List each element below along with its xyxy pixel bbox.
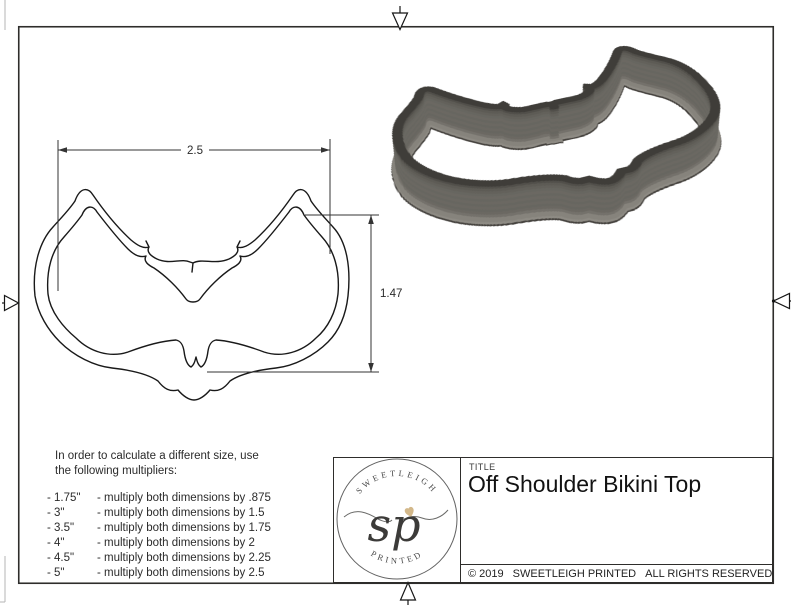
logo-cell: SWEETLEIGH PRINTED sp [334, 458, 461, 582]
multiplier-rule: - multiply both dimensions by 1.5 [97, 507, 265, 519]
multiplier-rule: - multiply both dimensions by 2.5 [97, 567, 265, 579]
multiplier-size: - 4" [47, 537, 65, 549]
multiplier-size: - 1.75" [47, 492, 81, 504]
logo-heart-icon [404, 506, 414, 517]
copyright-row: © 2019 SWEETLEIGH PRINTED ALL RIGHTS RES… [461, 564, 772, 582]
height-dimension [207, 214, 379, 373]
multiplier-row: - 3" - multiply both dimensions by 1.5 [47, 506, 333, 521]
svg-text:SWEETLEIGH: SWEETLEIGH [354, 468, 441, 496]
logo-circle [336, 458, 458, 580]
registration-arrow-right [771, 292, 791, 310]
registration-arrow-bottom [399, 580, 417, 605]
copyright-year: © 2019 [468, 567, 504, 580]
height-dimension-label: 1.47 [380, 288, 402, 300]
width-dimension [57, 139, 331, 291]
multiplier-size: - 3" [47, 507, 65, 519]
title-field-label: TITLE [469, 462, 496, 472]
cutter-outline-2d [33, 188, 350, 401]
render-layer-stack [347, 57, 791, 288]
registration-arrow-top [391, 6, 409, 31]
title-cell: TITLE Off Shoulder Bikini Top © 2019 SWE… [461, 458, 772, 582]
logo-arc-top-text: SWEETLEIGH [354, 468, 437, 496]
cutter-inner-contour [46, 206, 340, 368]
logo-right-flourish [401, 509, 449, 521]
multiplier-row: - 4" - multiply both dimensions by 2 [47, 536, 333, 551]
multiplier-size: - 5" [47, 567, 65, 579]
fold-marks [0, 0, 6, 603]
sweetleigh-printed-logo: SWEETLEIGH PRINTED sp [336, 458, 458, 580]
page-title: Off Shoulder Bikini Top [468, 471, 702, 497]
width-dimension-label: 2.5 [187, 145, 203, 157]
multiplier-rule: - multiply both dimensions by 2 [97, 537, 255, 549]
title-block: SWEETLEIGH PRINTED sp TITLE Off Shoulder… [333, 457, 773, 583]
note-intro-line: In order to calculate a different size, … [55, 450, 259, 462]
registration-arrow-left [2, 294, 20, 312]
sheet-border [17, 25, 775, 585]
logo-left-flourish [343, 511, 393, 523]
copyright-owner: SWEETLEIGH PRINTED [512, 567, 637, 580]
logo-monogram: sp [367, 498, 420, 552]
multiplier-size: - 4.5" [47, 552, 75, 564]
cookie-cutter-3d-render [378, 26, 748, 316]
cutter-outer-contour [33, 188, 350, 401]
multiplier-row: - 1.75" - multiply both dimensions by .8… [47, 491, 333, 506]
multiplier-row: - 4.5" - multiply both dimensions by 2.2… [47, 551, 333, 566]
multiplier-rule: - multiply both dimensions by 2.25 [97, 552, 271, 564]
multiplier-size: - 3.5" [47, 522, 75, 534]
copyright-rights: ALL RIGHTS RESERVED [645, 567, 773, 580]
multiplier-row: - 3.5" - multiply both dimensions by 1.7… [47, 521, 333, 536]
multiplier-row: - 5" - multiply both dimensions by 2.5 [47, 566, 333, 581]
multiplier-rule: - multiply both dimensions by .875 [97, 492, 271, 504]
multiplier-rule: - multiply both dimensions by 1.75 [97, 522, 271, 534]
size-note: In order to calculate a different size, … [47, 449, 333, 581]
note-intro-line: the following multipliers: [55, 465, 178, 477]
